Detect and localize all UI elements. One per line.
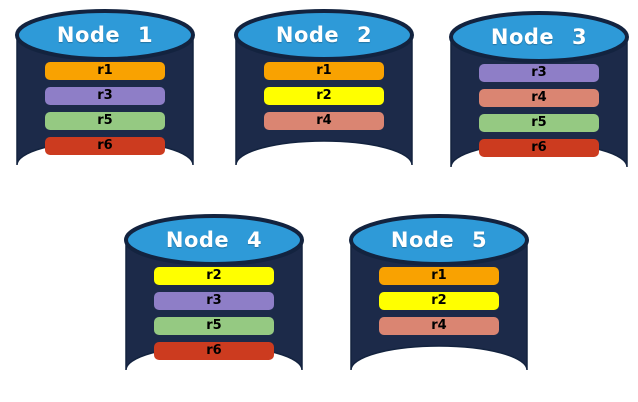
- replica-label: r4: [431, 318, 447, 333]
- replica-label: r1: [431, 268, 447, 283]
- replica-label: r2: [316, 88, 332, 103]
- replica-bar-r4: r4: [264, 112, 384, 130]
- replica-bar-r3: r3: [45, 87, 165, 105]
- replica-bar-r2: r2: [379, 292, 499, 310]
- cylinder-top-shape: [234, 9, 414, 61]
- node-2: Node 2 r1 r2 r4: [232, 8, 416, 192]
- replica-bar-r5: r5: [479, 114, 599, 132]
- replica-bar-r5: r5: [154, 317, 274, 335]
- cylinder-top-shape: [15, 9, 195, 61]
- node-3: Node 3 r3 r4 r5 r6: [447, 10, 631, 194]
- node-title: Node 3: [490, 25, 588, 49]
- replica-bar-r4: r4: [479, 89, 599, 107]
- replica-bar-r6: r6: [479, 139, 599, 157]
- node-title: Node 2: [275, 23, 373, 47]
- replica-label: r1: [316, 63, 332, 78]
- replica-label: r5: [531, 115, 547, 130]
- replica-list: r3 r4 r5 r6: [447, 64, 631, 164]
- replica-bar-r1: r1: [45, 62, 165, 80]
- replica-list: r1 r2 r4: [232, 62, 416, 137]
- replica-bar-r3: r3: [479, 64, 599, 82]
- replica-label: r3: [206, 293, 222, 308]
- cylinder-top-shape: [124, 214, 304, 266]
- node-5: Node 5 r1 r2 r4: [347, 213, 531, 397]
- replica-label: r6: [97, 138, 113, 153]
- node-title: Node 5: [390, 228, 488, 252]
- node-4: Node 4 r2 r3 r5 r6: [122, 213, 306, 397]
- replica-label: r3: [531, 65, 547, 80]
- cylinder-top-shape: [349, 214, 529, 266]
- replica-label: r2: [206, 268, 222, 283]
- replica-label: r2: [431, 293, 447, 308]
- cylinder-top-shape: [449, 11, 629, 63]
- replica-bar-r6: r6: [45, 137, 165, 155]
- replica-label: r4: [531, 90, 547, 105]
- replica-list: r1 r2 r4: [347, 267, 531, 342]
- replica-label: r1: [97, 63, 113, 78]
- replica-label: r5: [206, 318, 222, 333]
- replica-label: r6: [531, 140, 547, 155]
- replica-bar-r1: r1: [379, 267, 499, 285]
- node-title: Node 4: [165, 228, 263, 252]
- replica-bar-r6: r6: [154, 342, 274, 360]
- replica-label: r5: [97, 113, 113, 128]
- replica-list: r1 r3 r5 r6: [13, 62, 197, 162]
- replica-list: r2 r3 r5 r6: [122, 267, 306, 367]
- replica-bar-r1: r1: [264, 62, 384, 80]
- replica-label: r3: [97, 88, 113, 103]
- replica-bar-r2: r2: [154, 267, 274, 285]
- replica-bar-r5: r5: [45, 112, 165, 130]
- replica-bar-r3: r3: [154, 292, 274, 310]
- node-title: Node 1: [56, 23, 154, 47]
- node-1: Node 1 r1 r3 r5 r6: [13, 8, 197, 192]
- replica-label: r6: [206, 343, 222, 358]
- replica-label: r4: [316, 113, 332, 128]
- replica-bar-r4: r4: [379, 317, 499, 335]
- replica-bar-r2: r2: [264, 87, 384, 105]
